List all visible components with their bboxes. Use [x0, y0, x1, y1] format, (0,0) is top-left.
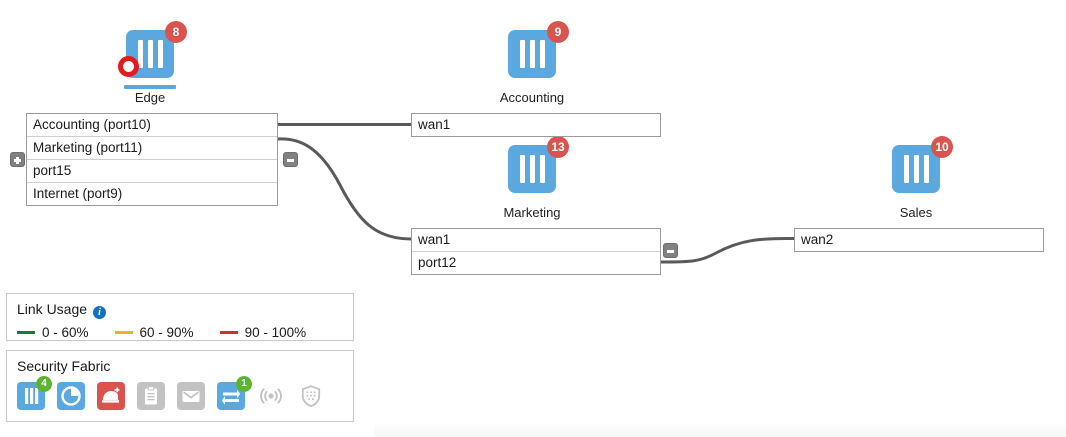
device-label: Sales: [899, 205, 933, 220]
interface-row[interactable]: Marketing (port11): [27, 137, 277, 160]
interface-row[interactable]: wan1: [418, 117, 451, 132]
device-label: Accounting: [499, 90, 565, 105]
usage-label-low: 0 - 60%: [42, 325, 89, 340]
security-fabric-icon-strip: 4: [17, 376, 343, 410]
collapse-interfaces-button-edge[interactable]: [283, 152, 298, 167]
fabric-item-endpoint[interactable]: [297, 382, 325, 410]
interface-row[interactable]: Internet (port9): [33, 186, 123, 201]
usage-swatch-low: [17, 331, 35, 334]
endpoint-shield-icon: [297, 382, 325, 410]
interface-row[interactable]: port15: [27, 160, 277, 183]
interface-row[interactable]: port12: [418, 255, 457, 270]
interface-box-accounting[interactable]: wan1: [411, 113, 661, 137]
device-badge: 9: [547, 21, 569, 43]
fabric-item-firewall[interactable]: 4: [17, 376, 52, 410]
interface-row[interactable]: Accounting (port10): [27, 114, 277, 137]
fabric-item-wireless[interactable]: [257, 382, 285, 410]
footer-band: [374, 422, 1066, 437]
link-usage-ranges: 0 - 60% 60 - 90% 90 - 100%: [17, 325, 343, 340]
interface-row[interactable]: wan2: [801, 232, 834, 247]
link-usage-title-row: Link Usage i: [17, 300, 343, 319]
interface-row[interactable]: wan1: [412, 229, 660, 252]
link-usage-range-mid: 60 - 90%: [114, 325, 194, 340]
link-marketing-to-sales[interactable]: [659, 236, 796, 264]
device-node-sales[interactable]: 10 Sales: [856, 136, 976, 221]
firewall-bars: [892, 145, 940, 193]
device-label: Edge: [134, 90, 166, 105]
device-node-marketing[interactable]: 13 Marketing: [472, 136, 592, 221]
device-label: Marketing: [503, 205, 561, 220]
fabric-badge: 4: [36, 376, 52, 392]
switch-icon: [217, 382, 245, 410]
fabric-item-mail[interactable]: [177, 382, 205, 410]
wireless-ap-icon: [257, 382, 285, 410]
device-icon-wrap[interactable]: 10: [892, 136, 953, 193]
device-badge: 10: [931, 136, 953, 158]
fabric-item-switch[interactable]: 1: [217, 376, 252, 410]
firewall-bars: [126, 30, 174, 78]
firewall-bars: [508, 145, 556, 193]
usage-label-mid: 60 - 90%: [139, 325, 194, 340]
collapse-interfaces-button-marketing[interactable]: [663, 243, 678, 258]
fabric-item-sandbox[interactable]: [97, 382, 125, 410]
link-edge-to-marketing[interactable]: [276, 137, 413, 241]
interface-box-edge[interactable]: Accounting (port10) Marketing (port11) p…: [26, 113, 278, 206]
sandbox-icon: [97, 382, 125, 410]
fabric-badge: 1: [236, 376, 252, 392]
usage-swatch-mid: [114, 331, 133, 334]
info-icon[interactable]: i: [93, 306, 107, 319]
device-selected-underline: [124, 85, 176, 89]
link-usage-range-high: 90 - 100%: [219, 325, 307, 340]
usage-label-high: 90 - 100%: [244, 325, 307, 340]
device-badge: 8: [165, 21, 187, 43]
fabric-item-logging[interactable]: [137, 382, 165, 410]
link-usage-title: Link Usage: [17, 301, 88, 317]
security-fabric-title: Security Fabric: [17, 358, 111, 374]
interface-box-marketing[interactable]: wan1 port12: [411, 228, 661, 275]
mail-icon: [177, 382, 205, 410]
device-icon-wrap[interactable]: 8: [118, 21, 187, 78]
analytics-pie-icon: [57, 382, 85, 410]
alert-indicator: [118, 56, 139, 77]
security-fabric-panel: Security Fabric 4: [6, 350, 354, 422]
expand-interfaces-button-edge[interactable]: [10, 152, 25, 167]
usage-swatch-high: [219, 331, 238, 334]
device-icon-wrap[interactable]: 13: [508, 136, 569, 193]
device-node-accounting[interactable]: 9 Accounting: [472, 21, 592, 106]
device-badge: 13: [547, 136, 569, 158]
interface-box-sales[interactable]: wan2: [794, 228, 1044, 252]
link-usage-range-low: 0 - 60%: [17, 325, 89, 340]
link-usage-legend-panel: Link Usage i 0 - 60% 60 - 90% 90 - 100%: [6, 293, 354, 341]
device-icon-wrap[interactable]: 9: [508, 21, 569, 78]
fabric-item-analytics[interactable]: [57, 382, 85, 410]
logging-clipboard-icon: [137, 382, 165, 410]
device-node-edge[interactable]: 8 Edge: [90, 21, 210, 106]
firewall-bars: [508, 30, 556, 78]
